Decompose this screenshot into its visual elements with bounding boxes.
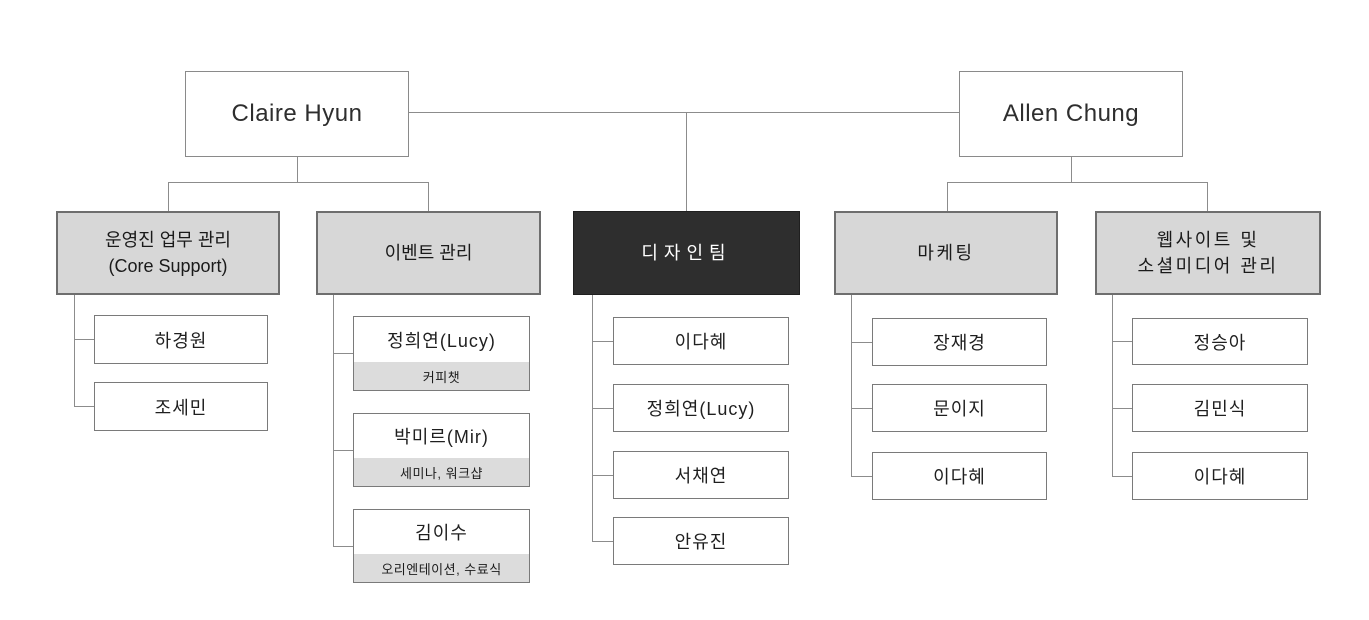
dept-title-line: 운영진 업무 관리 (105, 230, 231, 250)
connector-col4-stub-3 (851, 476, 872, 477)
leader-name: Allen Chung (1002, 100, 1140, 127)
dept-title-line: (Core Support) (108, 256, 228, 276)
member-node: 하경원 (94, 315, 268, 364)
connector-col1-stub-1 (74, 339, 94, 340)
member-name: 이다혜 (933, 467, 986, 487)
member-name: 박미르(Mir) (394, 427, 489, 447)
connector-col3-stub-4 (592, 541, 613, 542)
member-name: 김민식 (1193, 399, 1247, 419)
dept-title-line: 이벤트 관리 (384, 243, 473, 263)
dept-title-line: 디자인팀 (641, 243, 732, 263)
member-node: 조세민 (94, 382, 268, 431)
connector-top-horizontal (409, 112, 959, 113)
connector-col5-stub-2 (1112, 408, 1132, 409)
connector-allen-drop-1 (947, 182, 948, 211)
dept-node-design-team: 디자인팀 (573, 211, 800, 295)
dept-node-website-social: 웹사이트 및 소셜미디어 관리 (1095, 211, 1321, 295)
member-node: 정승아 (1132, 318, 1308, 365)
dept-node-marketing: 마케팅 (834, 211, 1058, 295)
member-node: 김이수 오리엔테이션, 수료식 (353, 509, 530, 583)
connector-col2-stub-2 (333, 450, 353, 451)
member-node: 이다혜 (613, 317, 789, 365)
member-node: 정희연(Lucy) (613, 384, 789, 432)
connector-design-drop (686, 112, 687, 211)
connector-col1-spine (74, 295, 75, 407)
member-node: 정희연(Lucy) 커피챗 (353, 316, 530, 391)
leader-node-allen-chung: Allen Chung (959, 71, 1183, 157)
connector-col3-stub-1 (592, 341, 613, 342)
connector-col4-spine (851, 294, 852, 476)
member-name: 하경원 (154, 330, 208, 351)
member-node: 김민식 (1132, 384, 1308, 432)
member-node: 안유진 (613, 517, 789, 565)
connector-allen-rail (947, 182, 1208, 183)
dept-node-event-management: 이벤트 관리 (316, 211, 541, 295)
connector-claire-drop-1 (168, 182, 169, 211)
member-node: 이다혜 (872, 452, 1047, 500)
connector-col2-stub-3 (333, 546, 353, 547)
member-name: 장재경 (933, 333, 986, 353)
connector-allen-drop-2 (1207, 182, 1208, 211)
connector-col1-stub-2 (74, 406, 94, 407)
member-role-badge: 세미나, 워크샵 (354, 458, 529, 486)
member-node: 장재경 (872, 318, 1047, 366)
connector-col4-stub-2 (851, 408, 872, 409)
member-name: 정희연(Lucy) (387, 330, 496, 351)
connector-claire-stem (297, 157, 298, 183)
member-node: 서채연 (613, 451, 789, 499)
member-name: 이다혜 (1193, 467, 1247, 487)
connector-allen-stem (1071, 157, 1072, 183)
connector-col4-stub-1 (851, 342, 872, 343)
member-name: 안유진 (674, 532, 728, 552)
member-name: 정승아 (1193, 332, 1247, 353)
member-name: 정희연(Lucy) (646, 399, 756, 419)
connector-claire-rail (168, 182, 429, 183)
connector-col2-spine (333, 294, 334, 547)
connector-col2-stub-1 (333, 353, 353, 354)
dept-title-line: 웹사이트 및 (1156, 230, 1260, 250)
member-node: 이다혜 (1132, 452, 1308, 500)
member-node: 박미르(Mir) 세미나, 워크샵 (353, 413, 530, 487)
dept-title-line: 소셜미디어 관리 (1137, 256, 1279, 276)
member-name: 문이지 (933, 399, 986, 419)
connector-col3-stub-2 (592, 408, 613, 409)
connector-col3-stub-3 (592, 475, 613, 476)
member-name: 이다혜 (674, 332, 728, 352)
member-name: 조세민 (154, 397, 208, 418)
dept-node-core-support: 운영진 업무 관리 (Core Support) (56, 211, 280, 295)
connector-col5-spine (1112, 294, 1113, 476)
leader-node-claire-hyun: Claire Hyun (185, 71, 409, 157)
leader-name: Claire Hyun (231, 100, 363, 127)
connector-col3-spine (592, 294, 593, 541)
connector-col5-stub-1 (1112, 341, 1132, 342)
dept-title-line: 마케팅 (917, 243, 975, 263)
connector-claire-drop-2 (428, 182, 429, 211)
member-role-badge: 오리엔테이션, 수료식 (354, 554, 529, 582)
member-role-badge: 커피챗 (354, 362, 529, 390)
member-node: 문이지 (872, 384, 1047, 432)
connector-col5-stub-3 (1112, 476, 1132, 477)
member-name: 김이수 (415, 523, 468, 543)
member-name: 서채연 (674, 466, 728, 486)
